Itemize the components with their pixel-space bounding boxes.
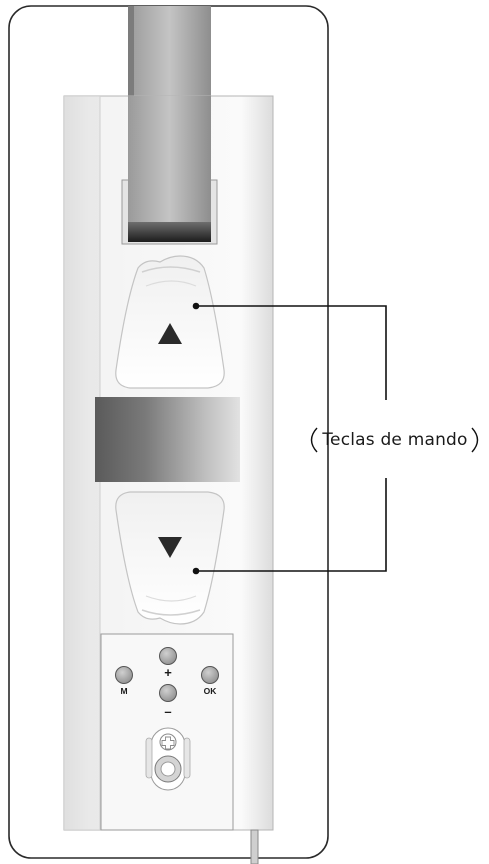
power-cable bbox=[250, 829, 259, 864]
minus-button[interactable] bbox=[159, 684, 177, 702]
m-button[interactable] bbox=[115, 666, 133, 684]
callout-bracket bbox=[310, 427, 479, 453]
triangle-up-icon bbox=[158, 323, 182, 344]
ok-button[interactable] bbox=[201, 666, 219, 684]
up-key[interactable] bbox=[115, 255, 225, 389]
plus-button[interactable] bbox=[159, 647, 177, 665]
down-key[interactable] bbox=[115, 491, 225, 625]
display-panel bbox=[95, 397, 240, 482]
belt-slot bbox=[128, 220, 211, 242]
m-label: M bbox=[120, 686, 127, 696]
callout-leaders bbox=[196, 305, 387, 572]
callout-label: Teclas de mando bbox=[322, 430, 468, 450]
leader-dot-down bbox=[192, 567, 200, 575]
ok-label: OK bbox=[204, 686, 218, 696]
mounting-clip bbox=[145, 727, 191, 791]
minus-label: – bbox=[164, 704, 171, 719]
leader-dot-up bbox=[192, 302, 200, 310]
triangle-down-icon bbox=[158, 537, 182, 558]
strap-lower bbox=[128, 96, 211, 222]
cross-icon bbox=[161, 736, 175, 750]
housing-left-edge bbox=[64, 96, 100, 830]
plus-label: + bbox=[164, 665, 172, 680]
